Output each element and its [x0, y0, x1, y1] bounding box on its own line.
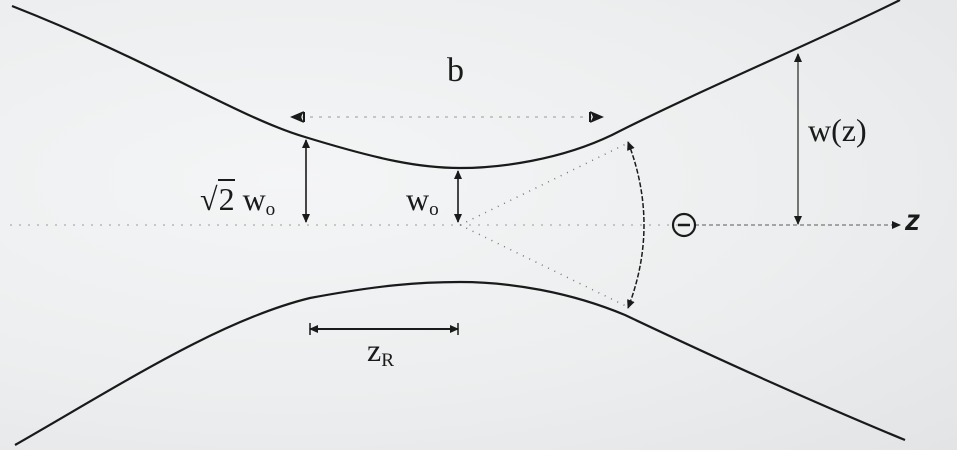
b-label: b	[447, 52, 464, 89]
zr-label: zR	[367, 332, 394, 372]
lower-beam-envelope	[14, 280, 906, 446]
theta-arc	[627, 141, 645, 309]
w-subscript: o	[265, 198, 276, 220]
w0-label: wo	[406, 181, 439, 221]
z-symbol: z	[367, 332, 382, 368]
wz-label: w(z)	[808, 112, 867, 148]
w-subscript: o	[429, 198, 439, 220]
upper-asymptote-dotted	[459, 141, 631, 226]
lower-asymptote-dotted	[459, 224, 631, 309]
w-symbol: w	[242, 181, 266, 217]
b-left-arrow-icon	[290, 111, 304, 123]
sqrt2-w0-label: √2 wo	[200, 179, 276, 221]
upper-beam-envelope	[11, 0, 901, 170]
r-subscript: R	[381, 349, 395, 371]
b-right-arrow-icon	[590, 111, 604, 123]
sqrt-symbol: √	[200, 181, 218, 217]
z-axis-label: z	[905, 204, 920, 237]
theta-symbol-icon	[671, 212, 697, 238]
w-symbol: w	[406, 181, 430, 217]
sqrt-radicand: 2	[217, 179, 235, 217]
